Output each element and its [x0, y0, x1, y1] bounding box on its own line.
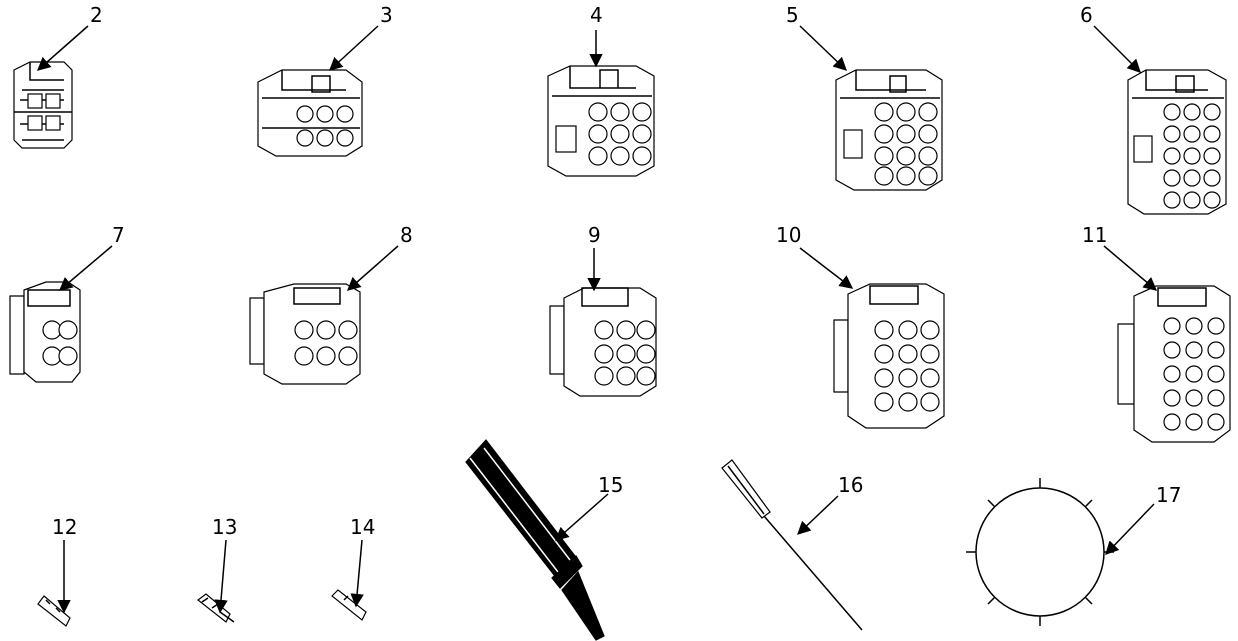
callout-14: 14 — [350, 515, 375, 539]
part-7-plug-2-circuit — [9, 281, 81, 383]
callout-13: 13 — [212, 515, 237, 539]
part-5-receptacle-12-circuit — [835, 69, 943, 191]
callout-12: 12 — [52, 515, 77, 539]
part-16-pick-tool — [721, 459, 863, 631]
callout-15: 15 — [598, 473, 623, 497]
part-13-socket-terminal — [197, 593, 235, 623]
callout-arrows — [36, 25, 1158, 614]
callout-6: 6 — [1080, 3, 1093, 27]
callout-3: 3 — [380, 3, 393, 27]
callout-5: 5 — [786, 3, 799, 27]
part-6-receptacle-15-circuit — [1127, 69, 1227, 215]
part-2-receptacle-2-circuit — [13, 61, 73, 149]
callout-11: 11 — [1082, 223, 1107, 247]
part-3-receptacle-6-circuit — [257, 69, 363, 157]
callout-16: 16 — [838, 473, 863, 497]
callout-4: 4 — [590, 3, 603, 27]
callout-8: 8 — [400, 223, 413, 247]
callout-7: 7 — [112, 223, 125, 247]
part-9-plug-9-circuit — [549, 287, 657, 397]
part-4-receptacle-9-circuit — [547, 65, 655, 177]
callout-17: 17 — [1156, 483, 1181, 507]
callout-10: 10 — [776, 223, 801, 247]
part-8-plug-6-circuit — [249, 283, 361, 385]
part-14-terminal — [331, 589, 367, 621]
part-11-plug-15-circuit — [1117, 285, 1231, 443]
part-12-pin-terminal — [37, 595, 71, 627]
part-17-tie-ring — [966, 478, 1114, 626]
part-15-extraction-tool — [465, 439, 605, 641]
callout-labels: 2 3 4 5 6 7 8 9 10 11 12 13 14 15 16 17 — [52, 3, 1181, 539]
part-10-plug-12-circuit — [833, 283, 945, 429]
callout-9: 9 — [588, 223, 601, 247]
callout-2: 2 — [90, 3, 103, 27]
